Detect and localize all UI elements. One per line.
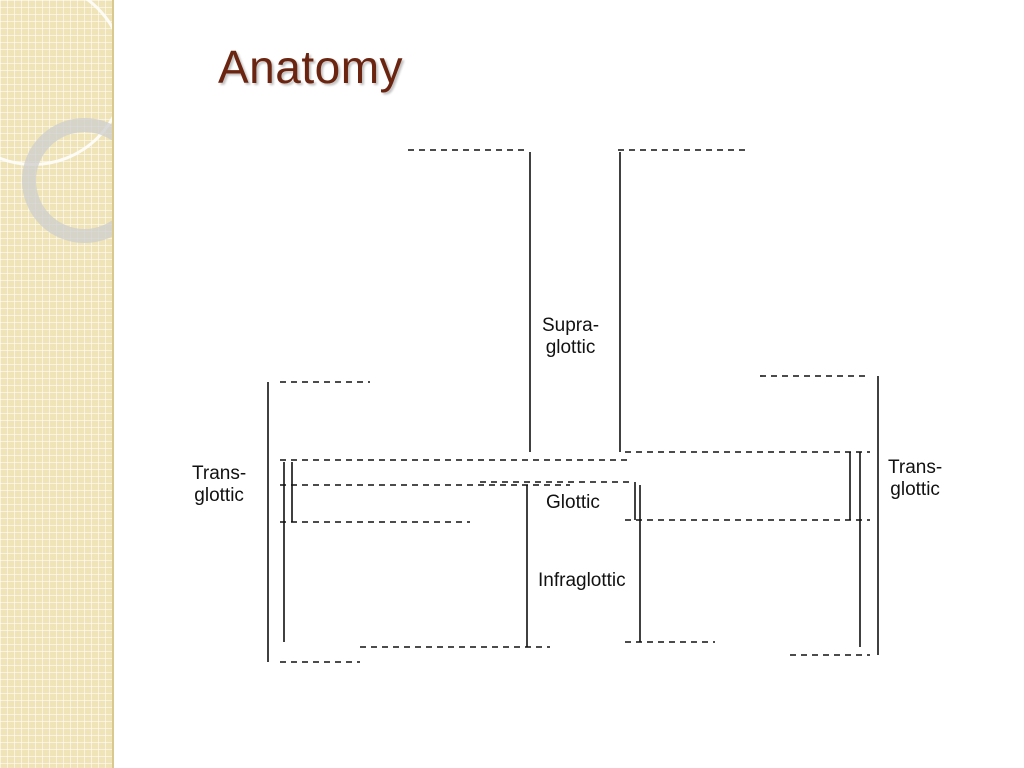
decorative-sidebar — [0, 0, 114, 768]
dimension-lines — [170, 130, 970, 700]
larynx-regions-diagram: Trans- glottic Supra- glottic Glottic In… — [170, 130, 970, 700]
supraglottic-label: Supra- glottic — [542, 315, 599, 359]
slide-title: Anatomy — [218, 40, 403, 94]
right-transglottic-label: Trans- glottic — [888, 457, 942, 501]
glottic-label: Glottic — [546, 492, 600, 514]
left-transglottic-label: Trans- glottic — [192, 463, 246, 507]
infraglottic-label: Infraglottic — [538, 570, 626, 592]
